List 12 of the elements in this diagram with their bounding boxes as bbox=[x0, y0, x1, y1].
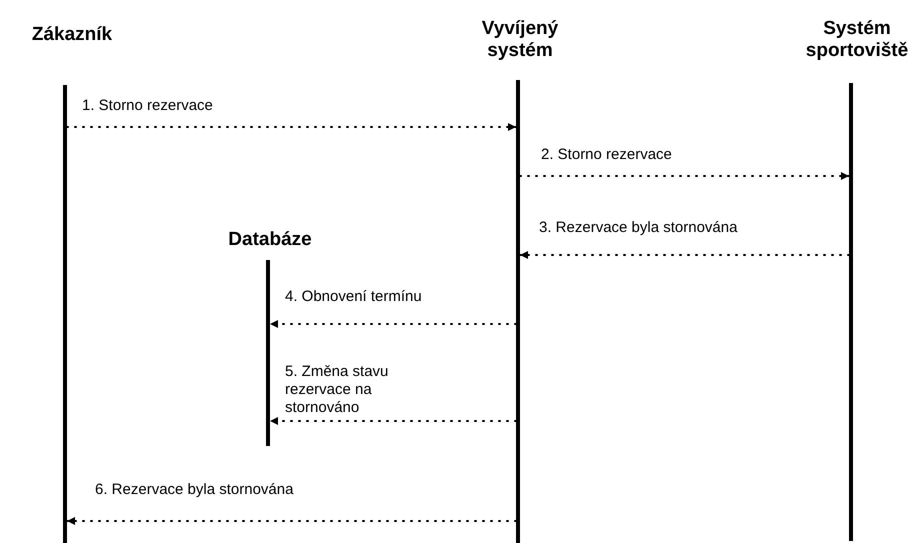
message-arrow bbox=[66, 517, 517, 525]
participant-label: Vyvíjený systém bbox=[480, 18, 560, 62]
message-arrow bbox=[519, 251, 850, 259]
participant-label: Zákazník bbox=[30, 24, 114, 46]
message-arrow bbox=[269, 320, 517, 328]
participant-label: Databáze bbox=[227, 229, 313, 251]
participant-label: Systém sportoviště bbox=[804, 18, 910, 62]
message-arrow bbox=[269, 417, 517, 425]
edge-label: 6. Rezervace byla stornována bbox=[95, 481, 294, 499]
edge-label: 3. Rezervace byla stornována bbox=[539, 219, 738, 237]
message-arrow bbox=[519, 172, 850, 180]
message-arrow bbox=[66, 123, 517, 131]
